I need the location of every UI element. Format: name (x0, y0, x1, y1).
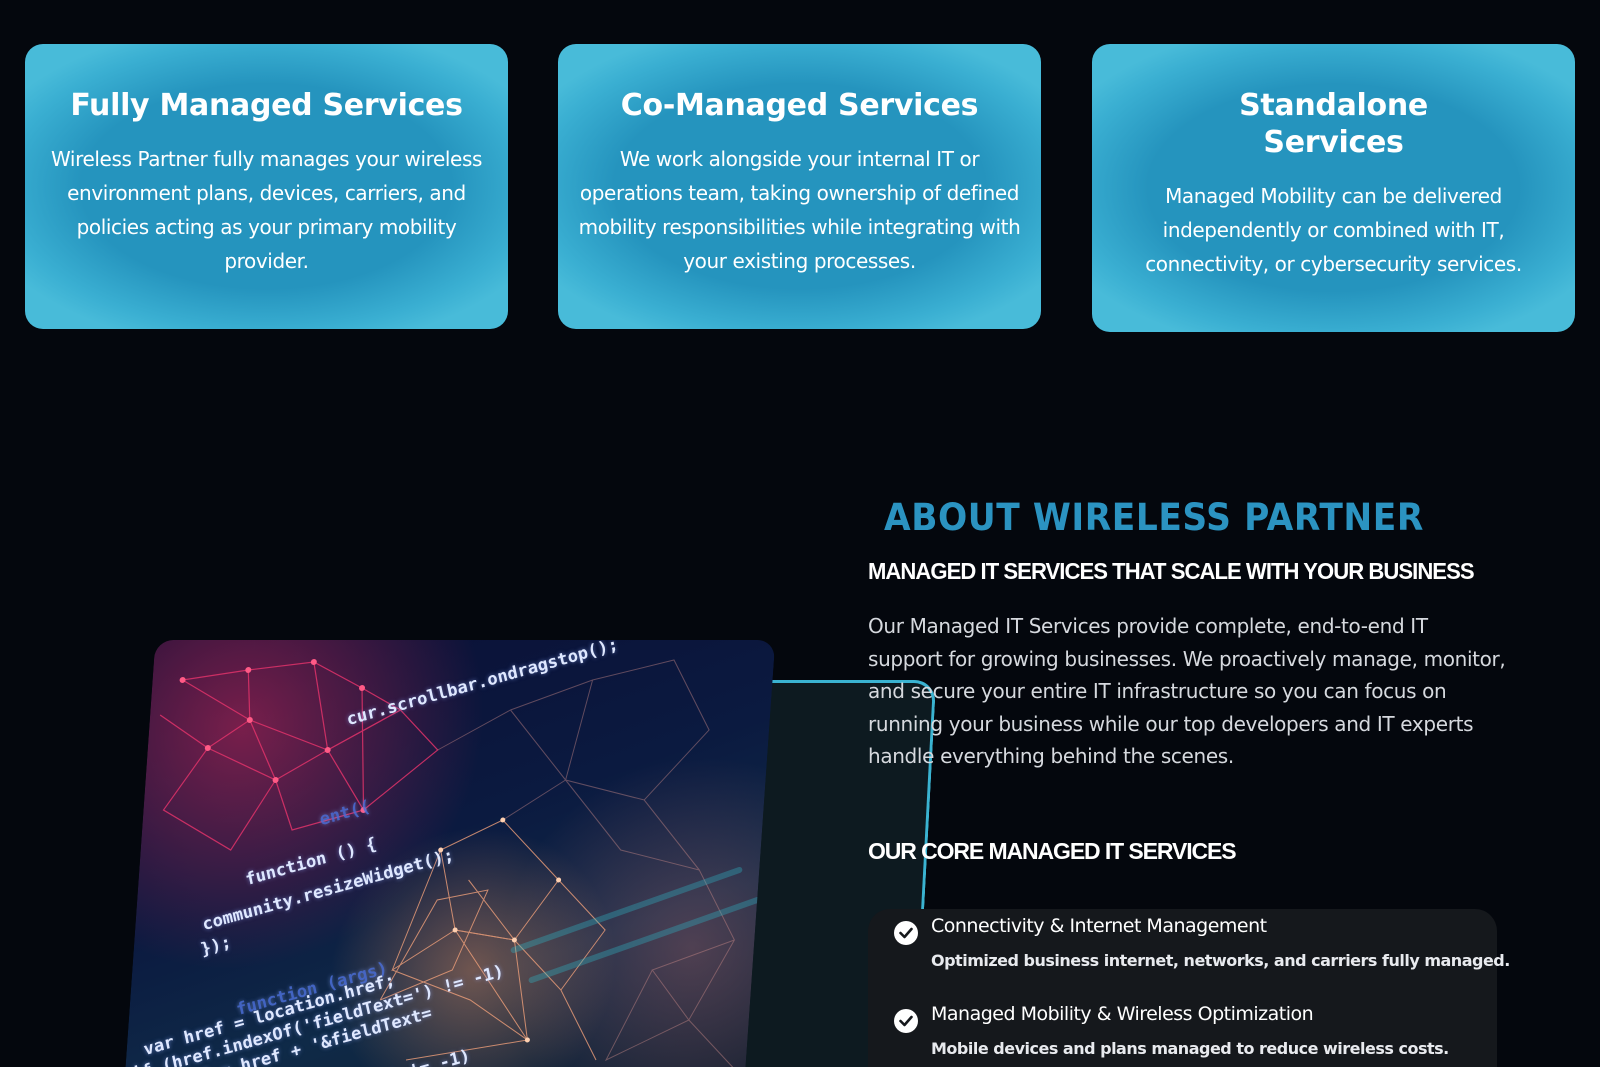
service-title: Connectivity & Internet Management (931, 915, 1267, 937)
card-title: Standalone Services (1239, 88, 1428, 160)
about-title: ABOUT WIRELESS PARTNER (884, 496, 1424, 539)
service-description: Optimized business internet, networks, a… (931, 951, 1510, 970)
service-card-fully-managed: Fully Managed Services Wireless Partner … (25, 44, 508, 329)
about-body: Our Managed IT Services provide complete… (868, 614, 1506, 768)
about-subtitle: MANAGED IT SERVICES THAT SCALE WITH YOUR… (868, 558, 1475, 584)
check-circle-icon (894, 921, 918, 945)
core-services-title: OUR CORE MANAGED IT SERVICES (868, 838, 1237, 864)
code-network-illustration: cur.scrollbar.ondragstop(); ent(( functi… (124, 640, 776, 1067)
service-title: Managed Mobility & Wireless Optimization (931, 1003, 1314, 1025)
service-description: Mobile devices and plans managed to redu… (931, 1039, 1449, 1058)
check-circle-icon (894, 1009, 918, 1033)
card-description: Wireless Partner fully manages your wire… (51, 147, 482, 273)
card-title: Co-Managed Services (620, 88, 979, 123)
network-mesh-icon (159, 659, 761, 1067)
about-image: cur.scrollbar.ondragstop(); ent(( functi… (120, 640, 937, 1067)
card-description: We work alongside your internal IT or op… (578, 147, 1021, 273)
card-description: Managed Mobility can be delivered indepe… (1145, 184, 1522, 276)
service-card-co-managed: Co-Managed Services We work alongside yo… (558, 44, 1041, 329)
card-title: Fully Managed Services (70, 88, 463, 123)
service-card-standalone: Standalone Services Managed Mobility can… (1092, 44, 1575, 332)
core-services-list: Connectivity & Internet Management Optim… (868, 909, 1510, 1067)
